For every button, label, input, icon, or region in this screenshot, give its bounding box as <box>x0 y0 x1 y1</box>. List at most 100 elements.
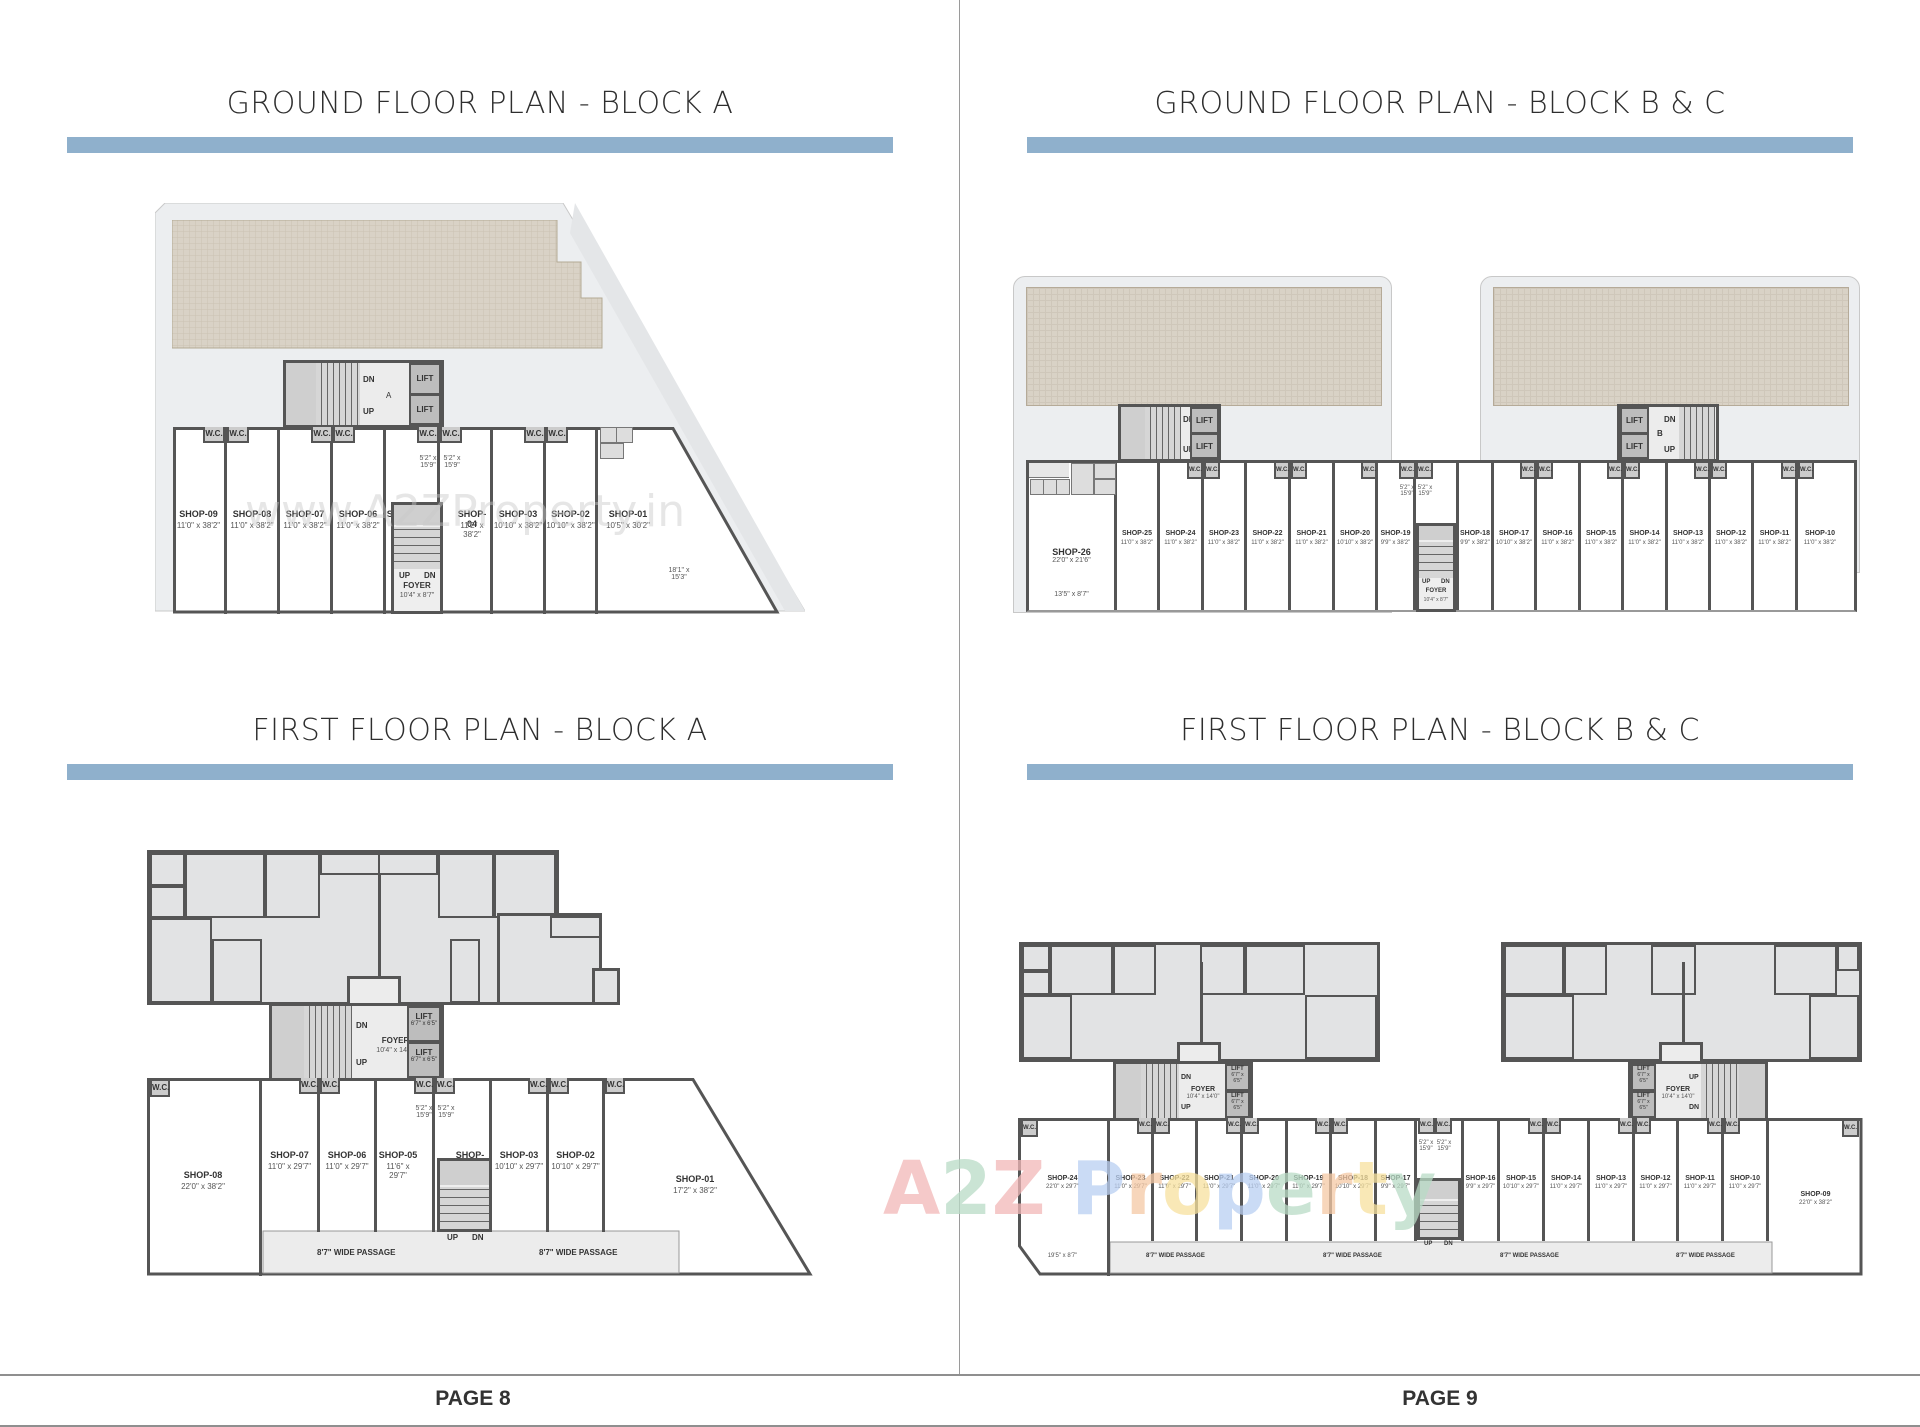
shop-20[interactable]: W.C. SHOP-20 11'0" x 29'7" <box>1243 1118 1288 1241</box>
shop-17[interactable]: W.C. SHOP-17 10'10" x 38'2" <box>1494 463 1537 610</box>
apartment-room <box>212 939 262 1003</box>
roof-terrace <box>172 220 603 349</box>
lift: LIFT 6'7" x 6'5" <box>407 1042 441 1078</box>
shop-22[interactable]: W.C. SHOP-22 11'0" x 38'2" <box>1247 463 1291 610</box>
shop-09[interactable]: W.C. SHOP-09 11'0" x 38'2" <box>173 427 227 614</box>
shop-06[interactable]: W.C. SHOP-06 11'0" x 29'7" <box>320 1078 377 1232</box>
shop-19[interactable]: SHOP-19 9'9" x 38'2" <box>1378 463 1416 610</box>
shop-name: SHOP-06 <box>327 1150 367 1160</box>
shop-26[interactable]: SHOP-26 22'0" x 21'6" 13'5" x 8'7" <box>1029 463 1117 610</box>
shop-11[interactable]: W.C. SHOP-11 11'0" x 38'2" <box>1754 463 1798 610</box>
dn-label: DN <box>424 571 436 580</box>
shop-21[interactable]: W.C. SHOP-21 11'0" x 38'2" <box>1291 463 1335 610</box>
shop-11[interactable]: W.C. SHOP-11 11'0" x 29'7" <box>1679 1118 1724 1241</box>
shop-08[interactable]: W.C. SHOP-08 22'0" x 38'2" <box>147 1078 262 1276</box>
apartment-room <box>1113 945 1156 995</box>
wc: W.C. <box>414 1078 434 1094</box>
footer-rule <box>0 1374 1920 1376</box>
shop-20[interactable]: W.C. SHOP-20 10'10" x 38'2" <box>1335 463 1378 610</box>
wc: W.C. <box>435 1078 455 1094</box>
shop-13[interactable]: W.C. SHOP-13 11'0" x 38'2" <box>1668 463 1711 610</box>
shop-12[interactable]: W.C. SHOP-12 11'0" x 38'2" <box>1711 463 1754 610</box>
shop-06[interactable]: W.C. SHOP-06 11'0" x 38'2" <box>333 427 386 614</box>
shop-01[interactable]: SHOP-01 10'5" x 30'2" 18'1" x 15'3" <box>598 427 768 614</box>
first-floor-block-a-plan: DN UP FOYER 10'4" x 14'0" LIFT 6'7" x 6'… <box>147 848 817 1278</box>
wc: W.C. <box>1545 1118 1561 1134</box>
shop-09[interactable]: W.C. SHOP-09 22'0" x 38'2" <box>1770 1118 1861 1274</box>
lift: LIFT <box>409 394 441 425</box>
apartment-room <box>592 968 620 1005</box>
apartment-room <box>450 939 480 1003</box>
core-first-a: DN UP FOYER 10'4" x 14'0" LIFT 6'7" x 6'… <box>269 1003 444 1081</box>
foyer-dim: 10'4" x 14'0" <box>1186 1094 1220 1100</box>
shop-14[interactable]: W.C. SHOP-14 11'0" x 29'7" <box>1545 1118 1590 1241</box>
shop-name: SHOP-14 <box>1551 1175 1581 1182</box>
core-first-c: DN UP FOYER 10'4" x 14'0" LIFT 6'7" x 6'… <box>1113 1061 1253 1121</box>
shop-dim: 11'2" x 38'2" <box>460 521 484 539</box>
wc: W.C. <box>299 1078 319 1094</box>
shop-dim: 22'0" x 38'2" <box>181 1182 225 1191</box>
apartment-room <box>1200 945 1245 995</box>
shop-10[interactable]: W.C. SHOP-10 11'0" x 38'2" <box>1798 463 1854 610</box>
shop-10[interactable]: W.C. SHOP-10 11'0" x 29'7" <box>1724 1118 1769 1241</box>
passage-label: 8'7" WIDE PASSAGE <box>1323 1253 1382 1259</box>
shop-03[interactable]: W.C. SHOP-03 10'10" x 38'2" <box>493 427 546 614</box>
shop-22[interactable]: W.C. SHOP-22 11'0" x 29'7" <box>1154 1118 1198 1241</box>
shop-18[interactable]: W.C. SHOP-18 10'10" x 29'7" <box>1332 1118 1377 1241</box>
staircase <box>1679 407 1715 459</box>
shop-dim: 10'10" x 29'7" <box>1502 1184 1540 1190</box>
shop-dim: 11'0" x 38'2" <box>1628 540 1661 546</box>
shop-name: SHOP-23 <box>1115 1175 1146 1182</box>
shop-07[interactable]: W.C. SHOP-07 11'0" x 38'2" <box>280 427 333 614</box>
shop-23[interactable]: W.C. SHOP-23 11'0" x 29'7" <box>1110 1118 1154 1241</box>
shop-24[interactable]: W.C. SHOP-24 11'0" x 38'2" <box>1160 463 1204 610</box>
wc: W.C. <box>150 1081 170 1097</box>
staircase <box>394 527 440 569</box>
shop-17[interactable]: SHOP-17 9'9" x 29'7" <box>1377 1118 1417 1241</box>
shop-13[interactable]: W.C. SHOP-13 11'0" x 29'7" <box>1590 1118 1635 1241</box>
shop-12[interactable]: W.C. SHOP-12 11'0" x 29'7" <box>1635 1118 1679 1241</box>
shop-name: SHOP-01 <box>675 1174 715 1184</box>
shop-dim: 11'0" x 38'2" <box>1120 540 1154 546</box>
shop-dim: 10'10" x 29'7" <box>494 1162 544 1171</box>
shop-name: SHOP-17 <box>1499 530 1529 537</box>
shop-24[interactable]: W.C. SHOP-24 22'0" x 29'7" 19'5" x 8'7" <box>1018 1118 1110 1276</box>
shop-21[interactable]: W.C. SHOP-21 11'0" x 29'7" <box>1198 1118 1243 1241</box>
shop-04[interactable]: W.C. 5'2" x 15'9" SHOP-04 11'2" x 38'2" <box>440 427 493 614</box>
wc: W.C. <box>524 427 546 443</box>
lift: LIFT 6'7" x 6'5" <box>1225 1091 1250 1118</box>
wc-dim: 5'2" x 15'9" <box>1399 485 1415 497</box>
staircase <box>440 1187 489 1229</box>
apartment-room <box>320 853 380 875</box>
wc: W.C. <box>1842 1121 1859 1137</box>
shop-14[interactable]: W.C. SHOP-14 11'0" x 38'2" <box>1624 463 1668 610</box>
shop-name: SHOP-22 <box>1159 1175 1190 1182</box>
shop-dim: 10'10" x 38'2" <box>493 521 543 530</box>
shop-25[interactable]: SHOP-25 11'0" x 38'2" <box>1117 463 1160 610</box>
shop-07[interactable]: W.C. SHOP-07 11'0" x 29'7" <box>262 1078 320 1232</box>
shop-dim: 11'0" x 38'2" <box>283 521 327 530</box>
shop-15[interactable]: W.C. SHOP-15 11'0" x 38'2" <box>1581 463 1624 610</box>
shop-16[interactable]: W.C. SHOP-16 11'0" x 38'2" <box>1537 463 1581 610</box>
shop-15[interactable]: W.C. SHOP-15 10'10" x 29'7" <box>1500 1118 1545 1241</box>
lwc-room <box>600 427 617 443</box>
shop-08[interactable]: W.C. SHOP-08 11'0" x 38'2" <box>227 427 280 614</box>
shop-02[interactable]: W.C. SHOP-02 10'10" x 29'7" <box>549 1078 605 1232</box>
shop-01[interactable]: W.C. SHOP-01 17'2" x 38'2" <box>605 1078 805 1274</box>
shop-03[interactable]: W.C. SHOP-03 10'10" x 29'7" <box>492 1078 549 1232</box>
wc: W.C. <box>1607 463 1623 479</box>
page-number-9: PAGE 9 <box>1402 1387 1478 1410</box>
shop-23[interactable]: W.C. SHOP-23 11'0" x 38'2" <box>1204 463 1247 610</box>
shop-18[interactable]: SHOP-18 9'9" x 38'2" <box>1456 463 1494 610</box>
shop-05[interactable]: W.C. 5'2" x 15'9" SHOP-05 11'6" x 29'7" <box>377 1078 435 1232</box>
shop-dim: 11'0" x 38'2" <box>176 521 221 530</box>
shop-name: SHOP-12 <box>1640 1175 1671 1182</box>
apartment-room <box>1022 971 1050 995</box>
shop-16[interactable]: SHOP-16 9'9" x 29'7" <box>1461 1118 1500 1241</box>
shop-dim: 11'0" x 29'7" <box>1158 1184 1191 1190</box>
shop-19[interactable]: W.C. SHOP-19 11'0" x 29'7" <box>1288 1118 1332 1241</box>
staircase <box>304 1006 352 1078</box>
small-room <box>600 443 624 459</box>
wc-dim: 5'2" x 15'9" <box>1417 485 1433 497</box>
shop-02[interactable]: W.C. SHOP-02 10'10" x 38'2" <box>546 427 598 614</box>
